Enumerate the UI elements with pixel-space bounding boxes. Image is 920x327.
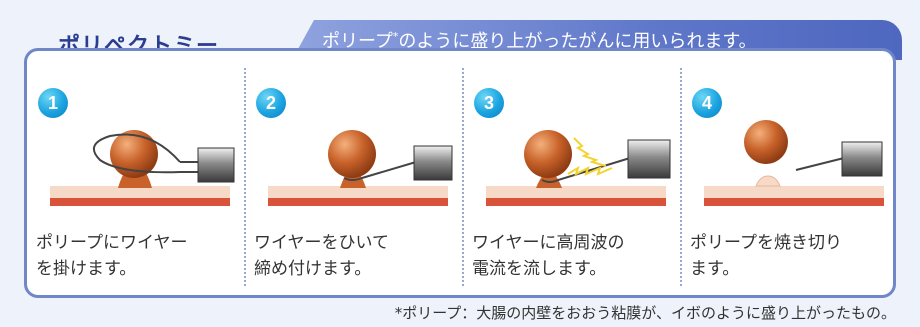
snare-sheath: [197, 147, 235, 183]
snare-sheath: [627, 139, 671, 179]
muscle-layer: [704, 198, 884, 206]
muscle-layer: [486, 198, 666, 206]
mucosa-layer: [704, 186, 884, 198]
banner-main: ポリープ: [322, 31, 393, 52]
snare-sheath: [413, 145, 453, 181]
mucosa-layer: [268, 186, 448, 198]
polyp: [524, 130, 572, 178]
snare-loop: [92, 133, 181, 174]
polyp: [328, 130, 376, 178]
mucosa-layer: [486, 186, 666, 198]
muscle-layer: [50, 198, 230, 206]
step-caption-4: ポリープを焼き切り ます。: [690, 233, 842, 279]
current-spark-lower: [567, 165, 613, 176]
snare-wire: [795, 157, 845, 171]
step-number-4: 4: [692, 88, 722, 118]
muscle-layer: [268, 198, 448, 206]
step-number-3: 3: [474, 88, 504, 118]
step-number-2: 2: [256, 88, 286, 118]
step-caption-3: ワイヤーに高周波の 電流を流します。: [472, 233, 625, 279]
step-panel-2: 2 ワイヤーをひいて 締め付けます。: [248, 70, 460, 290]
banner-asterisk: *: [392, 30, 399, 43]
snare-wire: [541, 157, 631, 183]
step-illustration-1: [50, 130, 235, 206]
step-panel-1: 1 ポリープにワイヤー を掛けます。: [30, 70, 242, 290]
snare-sheath: [841, 141, 883, 177]
step-number-1: 1: [38, 88, 68, 118]
resection-site: [755, 175, 781, 187]
step-panel-4: 4 ポリープを焼き切り ます。: [684, 70, 896, 290]
step-illustration-4: [704, 120, 884, 206]
divider-1: [244, 68, 246, 286]
footnote: *ポリープ：大腸の内壁をおおう粘膜が、イボのように盛り上がったもの。: [394, 304, 896, 322]
current-spark-upper: [573, 137, 607, 167]
step-caption-1: ポリープにワイヤー を掛けます。: [36, 233, 188, 279]
step-panel-3: 3 ワイヤーに高周波の 電流を流します。: [466, 70, 678, 290]
banner-rest: のように盛り上がったがんに用いられます。: [398, 31, 757, 52]
banner-text: ポリープ*のように盛り上がったがんに用いられます。: [322, 27, 757, 53]
mucosa-layer: [50, 186, 230, 198]
resected-polyp: [744, 120, 788, 164]
step-illustration-2: [268, 130, 453, 206]
divider-2: [462, 68, 464, 286]
step-caption-2: ワイヤーをひいて 締め付けます。: [254, 233, 389, 279]
step-illustration-3: [486, 130, 671, 206]
snare-wire: [343, 161, 417, 181]
divider-3: [680, 68, 682, 286]
polyp: [110, 130, 158, 178]
